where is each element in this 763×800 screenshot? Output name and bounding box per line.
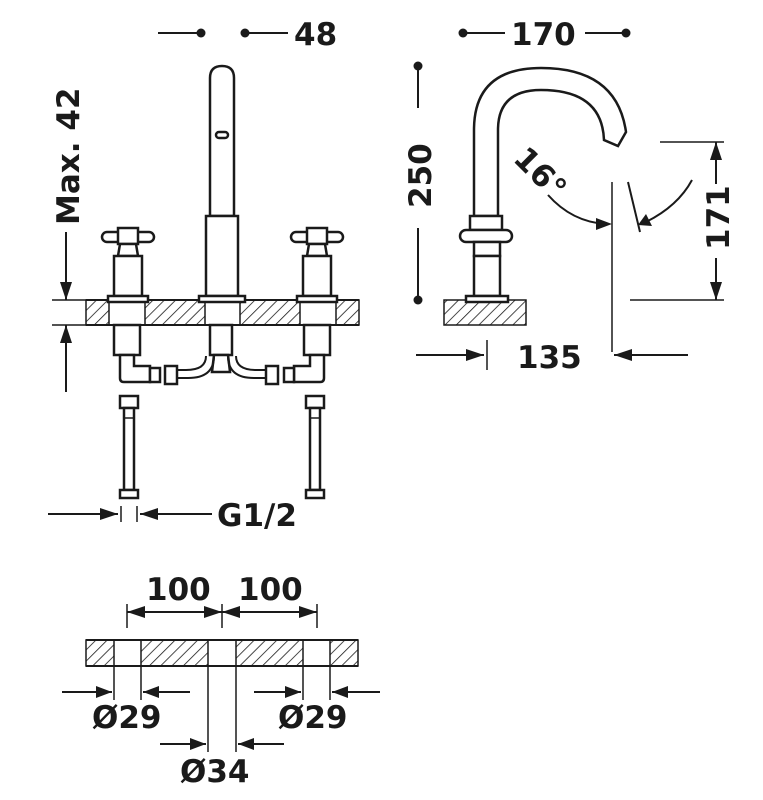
- dim-hole-center: Ø34: [160, 666, 284, 790]
- plate-seg-4: [329, 639, 359, 667]
- dim-spout-projection: 135: [416, 340, 688, 376]
- dim-16deg-label: 16°: [506, 140, 573, 207]
- dim-max42-label: Max. 42: [51, 88, 87, 225]
- dim-reach: 170: [458, 17, 631, 53]
- dim-spout-width: 48: [158, 17, 337, 53]
- plate-seg-2: [140, 639, 209, 667]
- front-deck-mid1: [144, 299, 206, 326]
- plate-seg-1: [85, 639, 115, 667]
- side-deck: [443, 299, 527, 326]
- front-view: 48 Max. 42: [48, 17, 360, 534]
- dim-100-left-label: 100: [146, 572, 211, 608]
- dim-g12-label: G1/2: [217, 498, 297, 534]
- dim-spacing: 100 100: [126, 572, 318, 628]
- front-deck-mid2: [239, 299, 301, 326]
- plate-seg-3: [235, 639, 304, 667]
- dim-135-label: 135: [517, 340, 582, 376]
- dim-170-label: 170: [511, 17, 576, 53]
- front-deck-right: [335, 299, 360, 326]
- dim-hole-right: Ø29: [254, 666, 380, 736]
- dim-29-left-label: Ø29: [92, 700, 162, 736]
- side-spout: [472, 66, 628, 218]
- hole-layout-view: 100 100 Ø29: [62, 572, 380, 790]
- dim-spout-height: 171: [630, 141, 737, 301]
- front-handle-right: [282, 226, 345, 500]
- side-base: [458, 214, 514, 304]
- dim-height: 250: [403, 61, 439, 305]
- front-deck-left: [85, 299, 110, 326]
- dim-hole-left: Ø29: [62, 666, 190, 736]
- dim-connection: G1/2: [48, 498, 297, 534]
- front-spout: [163, 64, 280, 386]
- dim-angle: 16°: [506, 140, 693, 352]
- front-handle-left: [100, 226, 162, 500]
- dim-max-deck: Max. 42: [51, 88, 100, 392]
- dim-48-label: 48: [294, 17, 337, 53]
- dim-100-right-label: 100: [238, 572, 303, 608]
- side-view: 170 250: [403, 17, 737, 376]
- dim-250-label: 250: [403, 143, 439, 208]
- dim-34-label: Ø34: [180, 754, 250, 790]
- dim-29-right-label: Ø29: [278, 700, 348, 736]
- dim-171-label: 171: [701, 185, 737, 250]
